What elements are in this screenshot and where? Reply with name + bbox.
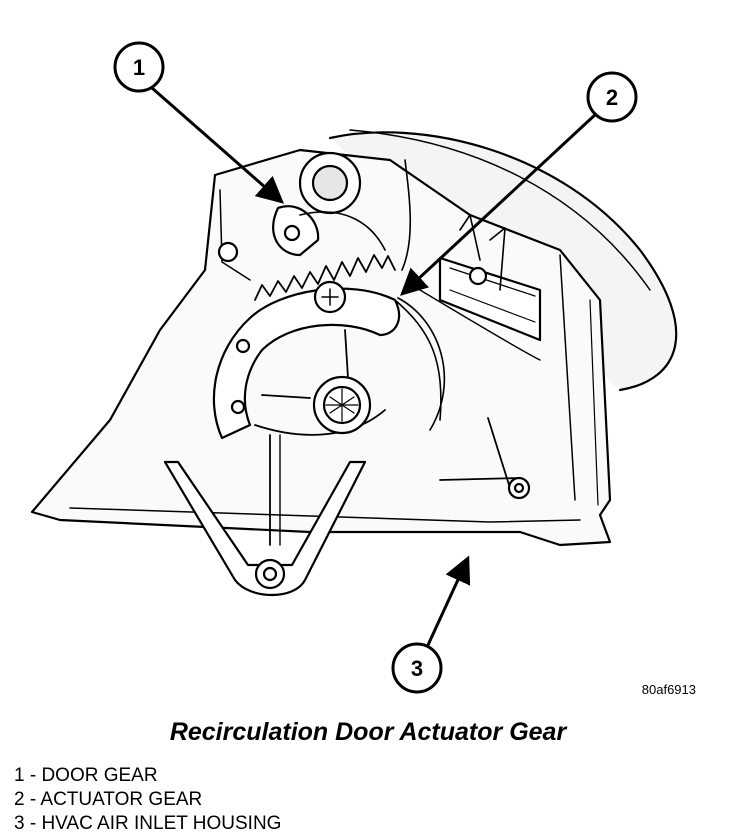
legend: 1 - DOOR GEAR 2 - ACTUATOR GEAR 3 - HVAC…: [14, 764, 281, 836]
rack-bar: [438, 256, 542, 342]
legend-item: 2 - ACTUATOR GEAR: [14, 789, 203, 810]
leader-line-2: [400, 111, 599, 296]
legend-item: 1 - DOOR GEAR: [14, 765, 158, 786]
leader-line-3: [426, 555, 471, 646]
svg-text:2: 2: [606, 85, 618, 110]
callout-3: 3: [391, 642, 443, 694]
svg-text:1: 1: [133, 55, 145, 80]
door-gear-teeth: [254, 254, 396, 301]
svg-text:3: 3: [411, 656, 423, 681]
legend-item: 3 - HVAC AIR INLET HOUSING: [14, 813, 282, 834]
callout-1: 1: [113, 41, 165, 93]
actuator-gear-illustration: 1 2 3: [30, 41, 678, 694]
figure-caption: Recirculation Door Actuator Gear: [169, 718, 567, 746]
leader-line-1: [151, 86, 285, 204]
housing-outline: [30, 148, 612, 547]
callout-2: 2: [586, 71, 638, 123]
figure-id: 80af6913: [641, 682, 696, 697]
actuator-gear-sector: [212, 287, 401, 440]
